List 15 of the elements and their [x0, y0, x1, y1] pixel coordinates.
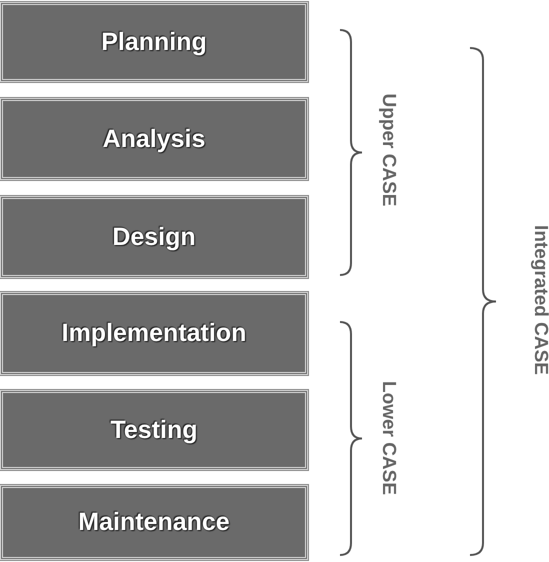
- phase-label: Design: [112, 222, 196, 252]
- group-label: Integrated CASE: [529, 225, 549, 375]
- phase-label: Maintenance: [78, 508, 230, 537]
- group-label: Upper CASE: [377, 94, 399, 206]
- process-box: [0, 485, 308, 560]
- process-box: [0, 292, 308, 375]
- phase-label: Analysis: [102, 124, 206, 154]
- process-box: [0, 98, 308, 180]
- process-box: [0, 2, 308, 82]
- phase-label: Planning: [101, 28, 207, 56]
- phase-label: Testing: [110, 416, 198, 444]
- phase-label: Implementation: [62, 319, 246, 348]
- process-box: [0, 196, 308, 278]
- group-label: Lower CASE: [377, 380, 399, 496]
- process-box: [0, 390, 308, 470]
